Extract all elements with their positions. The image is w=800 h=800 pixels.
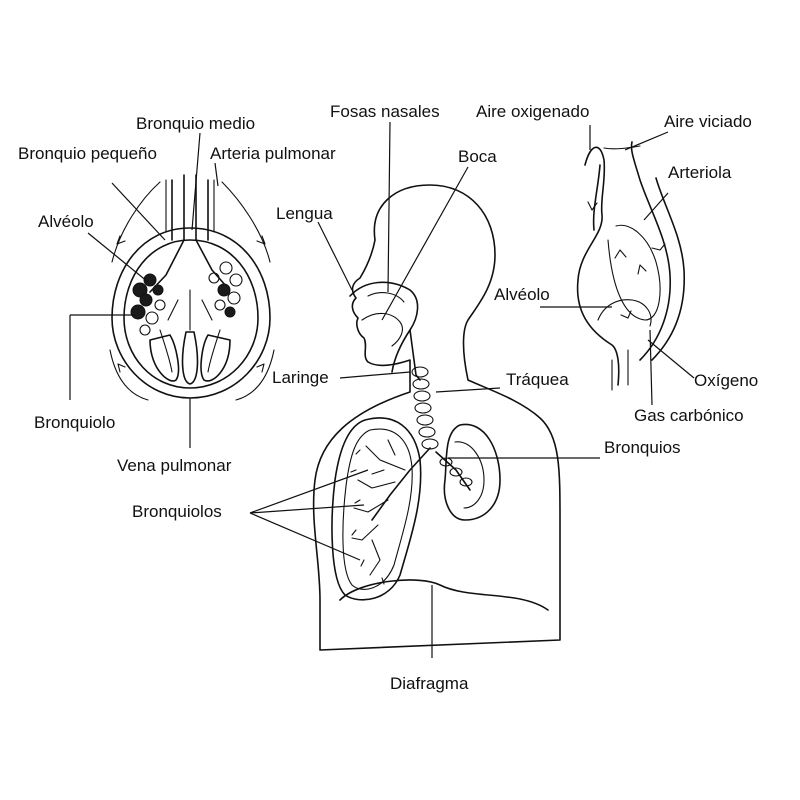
label-aire-oxigenado: Aire oxigenado bbox=[476, 102, 590, 121]
leader-lines-right bbox=[540, 125, 695, 406]
alveolus-detail-drawing bbox=[576, 141, 686, 391]
label-fosas-nasales: Fosas nasales bbox=[330, 102, 440, 121]
label-bronquiolo: Bronquiolo bbox=[34, 413, 116, 432]
leader-lines-center bbox=[249, 121, 600, 658]
label-diafragma: Diafragma bbox=[390, 674, 469, 693]
label-bronquios: Bronquios bbox=[604, 438, 681, 457]
label-vena-pulmonar: Vena pulmonar bbox=[117, 456, 232, 475]
alveoli-cluster-right bbox=[208, 261, 243, 318]
bronchiole-tree bbox=[350, 439, 406, 585]
label-boca: Boca bbox=[458, 147, 497, 166]
label-aire-viciado: Aire viciado bbox=[664, 112, 752, 131]
label-traquea: Tráquea bbox=[506, 370, 569, 389]
alveoli-cluster-left bbox=[130, 273, 166, 336]
leader-lines-left bbox=[69, 132, 219, 448]
label-alveolo-left: Alvéolo bbox=[38, 212, 94, 231]
label-bronquiolos: Bronquiolos bbox=[132, 502, 222, 521]
label-alveolo-right: Alvéolo bbox=[494, 285, 550, 304]
lung-lobule-drawing bbox=[109, 174, 275, 401]
human-figure-drawing bbox=[312, 184, 561, 651]
label-gas-carbonico: Gas carbónico bbox=[634, 406, 744, 425]
label-bronquio-medio: Bronquio medio bbox=[136, 114, 256, 133]
label-lengua: Lengua bbox=[276, 204, 333, 223]
label-arteriola: Arteriola bbox=[668, 163, 732, 182]
label-oxigeno: Oxígeno bbox=[694, 371, 759, 390]
trachea-rings bbox=[411, 366, 439, 450]
label-laringe: Laringe bbox=[272, 368, 329, 387]
label-bronquio-pequeno: Bronquio pequeño bbox=[18, 144, 157, 163]
label-arteria-pulmonar: Arteria pulmonar bbox=[210, 144, 336, 163]
